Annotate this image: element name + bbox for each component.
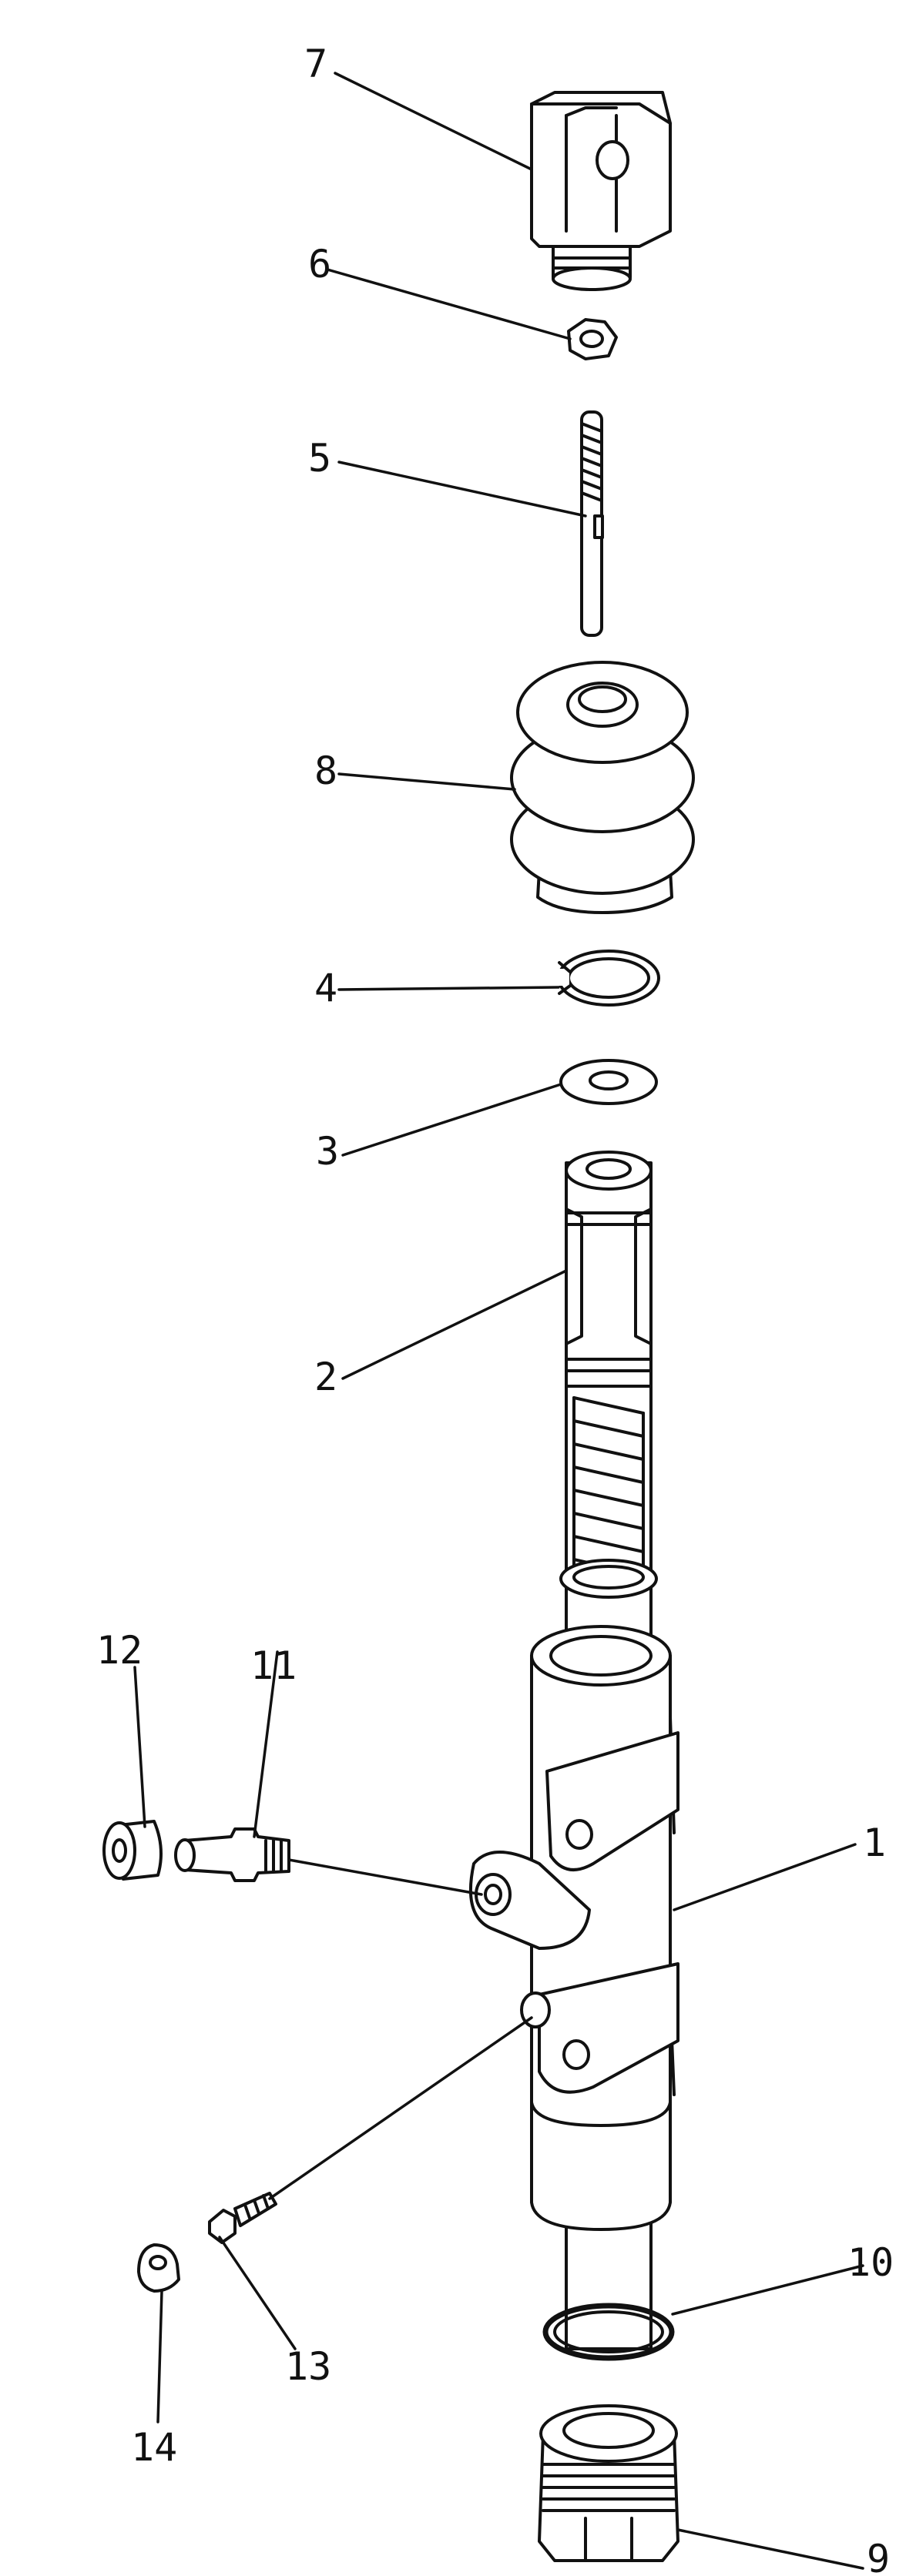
callout-3: 3 <box>316 1129 339 1174</box>
leader-7 <box>334 72 533 171</box>
part-1-cylinder-body <box>468 1625 679 2231</box>
callout-4: 4 <box>314 966 337 1010</box>
part-4-snap-ring <box>551 950 660 1007</box>
leader-10 <box>671 2264 864 2316</box>
callout-11: 11 <box>250 1643 297 1688</box>
leader-9 <box>676 2528 864 2570</box>
leader-3 <box>341 1083 562 1157</box>
callout-12: 12 <box>96 1628 143 1673</box>
callout-labels: 7 6 5 8 4 3 2 1 11 12 10 9 13 14 <box>96 42 894 2576</box>
leader-6 <box>326 268 572 340</box>
part-12-cap <box>102 1820 163 1881</box>
callout-1: 1 <box>863 1821 886 1865</box>
part-6-nut <box>567 318 618 360</box>
leader-11-to-port <box>287 1858 483 1896</box>
leader-2 <box>341 1269 568 1380</box>
callout-6: 6 <box>308 242 331 286</box>
part-9-plug <box>538 2404 679 2562</box>
leader-5 <box>337 461 587 518</box>
part-13-bleeder-screw <box>208 2192 277 2244</box>
leader-4 <box>337 986 560 991</box>
part-11-fitting <box>174 1827 290 1882</box>
leader-8 <box>337 772 516 791</box>
leader-14 <box>156 2290 163 2424</box>
callout-5: 5 <box>308 436 331 481</box>
leader-11 <box>253 1650 279 1838</box>
part-10-o-ring <box>542 2303 675 2361</box>
callout-7: 7 <box>304 42 327 86</box>
callout-13: 13 <box>285 2344 331 2389</box>
part-3-washer <box>559 1059 658 1105</box>
leader-1 <box>673 1843 857 1911</box>
leader-12 <box>133 1666 146 1828</box>
callout-14: 14 <box>131 2425 177 2470</box>
leader-13 <box>218 2236 297 2350</box>
part-5-push-rod <box>580 410 604 637</box>
callout-8: 8 <box>314 749 337 793</box>
callout-2: 2 <box>314 1355 337 1399</box>
callout-10: 10 <box>847 2240 894 2285</box>
part-14-bleeder-cap <box>137 2243 180 2293</box>
callout-9: 9 <box>867 2537 890 2576</box>
part-8-boot <box>510 661 695 914</box>
leader-13-to-port <box>268 2016 533 2200</box>
leader-lines <box>133 72 864 2570</box>
part-7-clevis <box>530 91 672 291</box>
